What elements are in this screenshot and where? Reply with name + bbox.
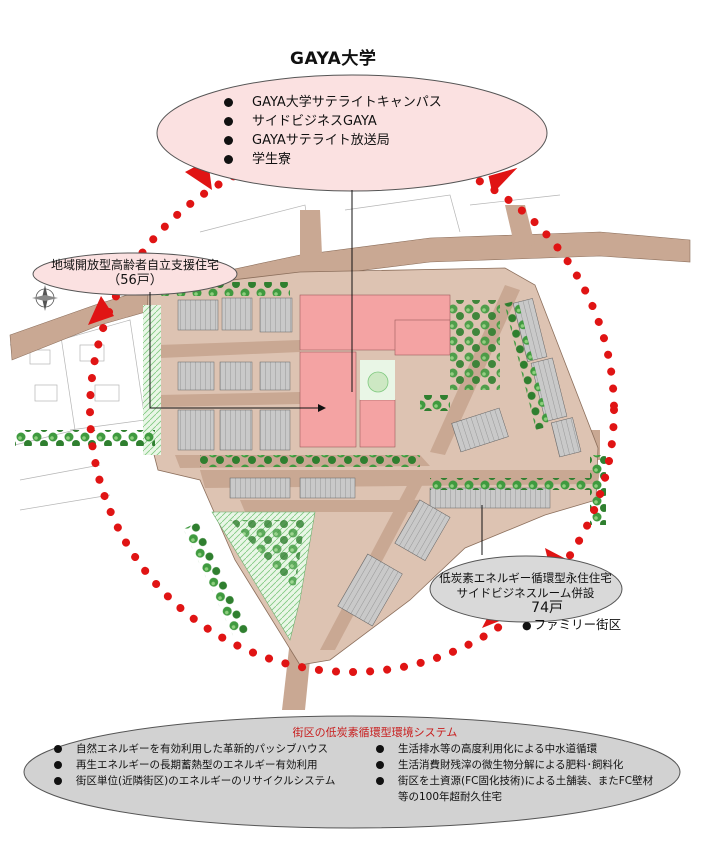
list-item: 街区単位(近隣街区)のエネルギーのリサイクルシステム	[50, 773, 380, 789]
lowcarbon-count: 74戸	[531, 600, 563, 616]
list-item: 自然エネルギーを有効利用した革新的パッシブハウス	[50, 741, 380, 757]
elderly-housing-name: 地域開放型高齢者自立支援住宅	[50, 258, 219, 272]
list-item: 再生エネルギーの長期蓄熱型のエネルギー有効利用	[50, 757, 380, 773]
university-title: GAYA大学	[290, 49, 377, 69]
lawn-strip	[143, 305, 161, 455]
tree-rows	[15, 282, 606, 638]
list-item: サイドビジネスGAYA	[222, 112, 442, 131]
university-item-list: GAYA大学サテライトキャンパス サイドビジネスGAYA GAYAサテライト放送…	[222, 93, 442, 169]
leader-lines	[149, 190, 483, 555]
house-blocks-east	[229, 298, 582, 627]
list-item: GAYA大学サテライトキャンパス	[222, 93, 442, 112]
list-item: 生活排水等の高度利用化による中水道循環	[372, 741, 662, 757]
list-item: GAYAサテライト放送局	[222, 131, 442, 150]
lowcarbon-housing-label: 低炭素エネルギー循環型永住住宅 サイドビジネスルーム併設 74戸	[433, 571, 618, 616]
family-block-label: ファミリー街区	[522, 614, 622, 633]
south-park-trees	[230, 520, 305, 590]
list-item: 街区を土資源(FC固化技術)による土舗装、またFC壁材等の100年超耐久住宅	[372, 773, 662, 805]
university-buildings	[299, 294, 451, 448]
list-item: 学生寮	[222, 150, 442, 169]
environment-system-title: 街区の低炭素循環型環境システム	[292, 726, 458, 739]
environment-system-right-list: 生活排水等の高度利用化による中水道循環 生活消費財残滓の微生物分解による肥料･飼…	[372, 741, 662, 805]
elderly-housing-label: 地域開放型高齢者自立支援住宅 （56戸）	[40, 258, 230, 288]
house-blocks-west	[177, 297, 293, 451]
elderly-housing-count: （56戸）	[107, 273, 163, 288]
environment-system-left-list: 自然エネルギーを有効利用した革新的パッシブハウス 再生エネルギーの長期蓄熱型のエ…	[50, 741, 380, 789]
lowcarbon-line-1: 低炭素エネルギー循環型永住住宅	[439, 571, 612, 585]
university-plaza	[360, 300, 500, 400]
lowcarbon-line-2: サイドビジネスルーム併設	[456, 586, 595, 600]
list-item: 生活消費財残滓の微生物分解による肥料･飼料化	[372, 757, 662, 773]
elderly-housing-ellipse	[32, 252, 238, 296]
arrow-to-university	[318, 404, 326, 412]
environment-system-ellipse	[23, 715, 681, 829]
compass-rose-icon	[32, 285, 58, 311]
